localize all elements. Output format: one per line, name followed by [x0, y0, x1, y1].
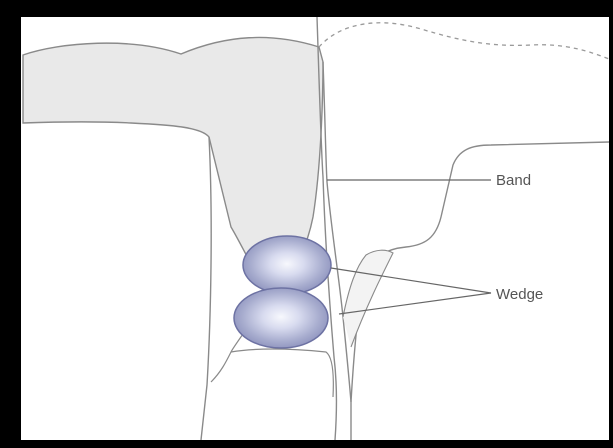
anatomy-diagram: Band Wedge: [21, 17, 609, 440]
wedge-ellipse-lower: [234, 288, 328, 348]
right-inner-flap: [343, 250, 393, 347]
band-line-right: [323, 62, 351, 440]
diagram-canvas: Band Wedge: [21, 17, 609, 440]
wedge-ellipse-upper: [243, 236, 331, 294]
right-contour: [351, 142, 609, 402]
dashed-outline: [319, 23, 609, 59]
left-contour: [201, 137, 211, 440]
bottom-left-contour: [231, 349, 333, 397]
band-label: Band: [496, 172, 531, 189]
wedge-label: Wedge: [496, 286, 543, 303]
